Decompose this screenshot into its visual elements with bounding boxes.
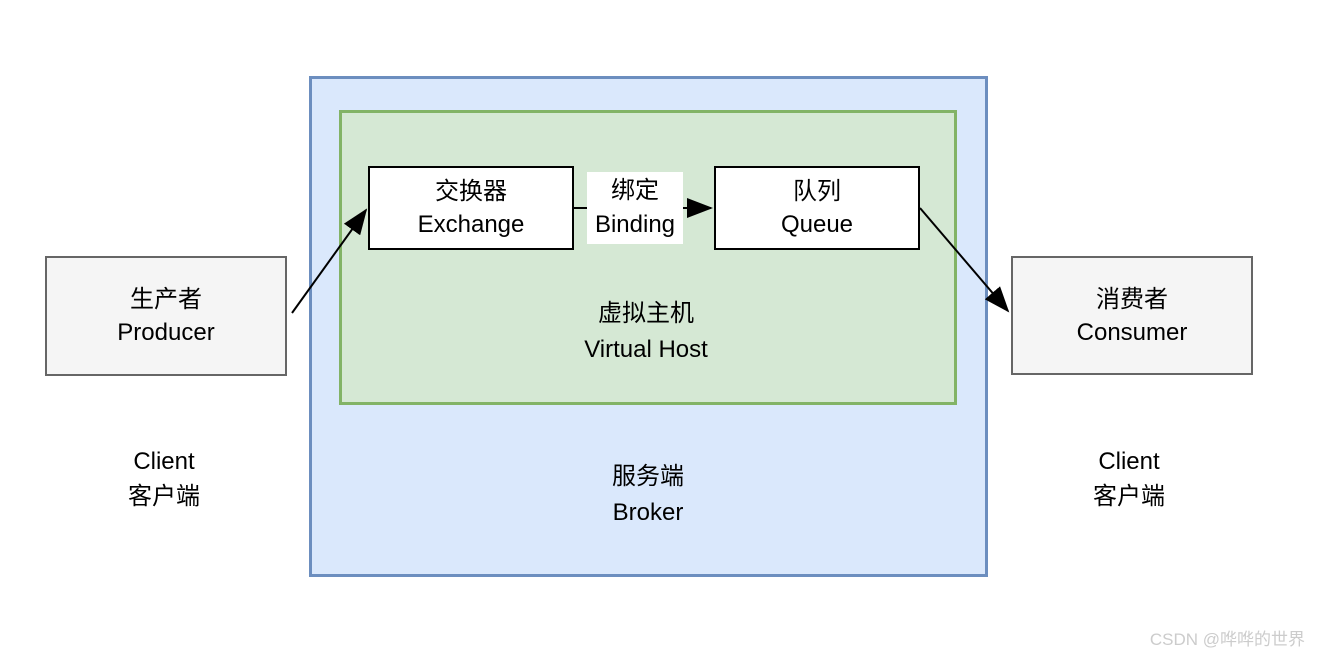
binding-label: 绑定 Binding [587, 172, 683, 244]
queue-label-en: Queue [780, 211, 854, 238]
exchange-label-zh: 交换器 [435, 178, 507, 205]
producer-label-zh: 生产者 [130, 286, 202, 313]
consumer-node: 消费者 Consumer [1011, 256, 1253, 375]
client-label-left-en: Client [133, 448, 195, 475]
client-label-right: Client 客户端 [1029, 444, 1229, 514]
client-label-left-zh: 客户端 [128, 483, 200, 510]
virtual-host-label: 虚拟主机 Virtual Host [496, 296, 796, 368]
consumer-label-zh: 消费者 [1096, 285, 1168, 313]
client-label-left: Client 客户端 [64, 444, 264, 514]
binding-label-zh: 绑定 [611, 177, 659, 204]
broker-label-zh: 服务端 [612, 463, 684, 490]
binding-label-en: Binding [594, 211, 676, 238]
exchange-node: 交换器 Exchange [368, 166, 574, 250]
client-label-right-zh: 客户端 [1093, 483, 1165, 510]
producer-label-en: Producer [117, 319, 215, 346]
virtual-host-label-zh: 虚拟主机 [598, 300, 694, 327]
queue-label-zh: 队列 [793, 178, 841, 205]
virtual-host-container-box [339, 110, 957, 405]
client-label-right-en: Client [1098, 448, 1160, 475]
consumer-label-en: Consumer [1076, 318, 1188, 346]
exchange-label-en: Exchange [417, 211, 525, 238]
broker-label: 服务端 Broker [498, 459, 798, 531]
producer-node: 生产者 Producer [45, 256, 287, 376]
virtual-host-label-en: Virtual Host [584, 336, 708, 363]
broker-label-en: Broker [612, 499, 684, 526]
watermark-text: CSDN @哗哗的世界 [1149, 630, 1305, 649]
queue-node: 队列 Queue [714, 166, 920, 250]
